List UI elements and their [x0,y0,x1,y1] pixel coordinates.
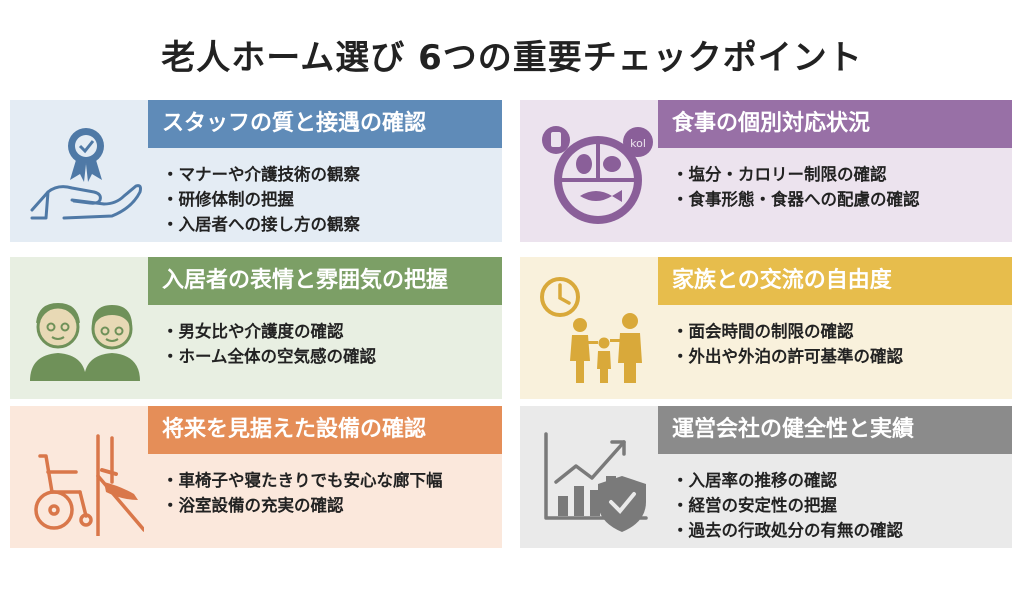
card-heading: 運営会社の健全性と実績 [658,406,1012,454]
meal-plate-icon: kol [542,126,653,224]
elderly-couple-icon [30,302,140,381]
list-item: 塩分・カロリー制限の確認 [672,162,920,187]
card-item-list: 車椅子や寝たきりでも安心な廊下幅 浴室設備の充実の確認 [162,468,443,518]
card-item-list: 面会時間の制限の確認 外出や外泊の許可基準の確認 [672,319,904,369]
card-item-list: 塩分・カロリー制限の確認 食事形態・食器への配慮の確認 [672,162,920,212]
list-item: 男女比や介護度の確認 [162,319,376,344]
checkpoint-card-family: 家族との交流の自由度 面会時間の制限の確認 外出や外泊の許可基準の確認 [520,257,1012,399]
card-heading: 将来を見据えた設備の確認 [148,406,502,454]
list-item: 研修体制の把握 [162,187,360,212]
card-item-list: 男女比や介護度の確認 ホーム全体の空気感の確認 [162,319,377,369]
list-item: 車椅子や寝たきりでも安心な廊下幅 [162,468,443,493]
card-item-list: マナーや介護技術の観察 研修体制の把握 入居者への接し方の観察 [162,162,361,237]
card-heading: スタッフの質と接遇の確認 [148,100,502,148]
list-item: 食事形態・食器への配慮の確認 [672,187,920,212]
growth-chart-shield-icon [544,432,648,532]
page-title: 老人ホーム選び 6つの重要チェックポイント [161,38,863,78]
care-hand-award-icon [30,128,142,220]
checkpoint-card-operator: 運営会社の健全性と実績 入居率の推移の確認 経営の安定性の把握 過去の行政処分の… [520,406,1012,548]
checkpoint-card-facilities: 将来を見据えた設備の確認 車椅子や寝たきりでも安心な廊下幅 浴室設備の充実の確認 [10,406,502,548]
checkpoint-card-meals: kol 食事の個別対応状況 塩分・カロリー制限の確認 食事形態・食器への配慮の確… [520,100,1012,242]
card-item-list: 入居率の推移の確認 経営の安定性の把握 過去の行政処分の有無の確認 [672,468,904,543]
list-item: 経営の安定性の把握 [672,493,903,518]
wheelchair-icon [34,434,144,536]
list-item: 面会時間の制限の確認 [672,319,903,344]
card-heading: 食事の個別対応状況 [658,100,1012,148]
list-item: 浴室設備の充実の確認 [162,493,443,518]
list-item: 入居者への接し方の観察 [162,212,361,237]
checkpoint-card-residents: 入居者の表情と雰囲気の把握 男女比や介護度の確認 ホーム全体の空気感の確認 [10,257,502,399]
list-item: 過去の行政処分の有無の確認 [672,518,904,543]
card-heading: 入居者の表情と雰囲気の把握 [148,257,502,305]
list-item: 入居率の推移の確認 [672,468,903,493]
checkpoint-card-staff: スタッフの質と接遇の確認 マナーや介護技術の観察 研修体制の把握 入居者への接し… [10,100,502,242]
family-clock-icon [540,277,642,383]
list-item: 外出や外泊の許可基準の確認 [672,344,904,369]
icon-label: kol [630,137,646,150]
card-heading: 家族との交流の自由度 [658,257,1012,305]
list-item: マナーや介護技術の観察 [162,162,361,187]
list-item: ホーム全体の空気感の確認 [162,344,377,369]
